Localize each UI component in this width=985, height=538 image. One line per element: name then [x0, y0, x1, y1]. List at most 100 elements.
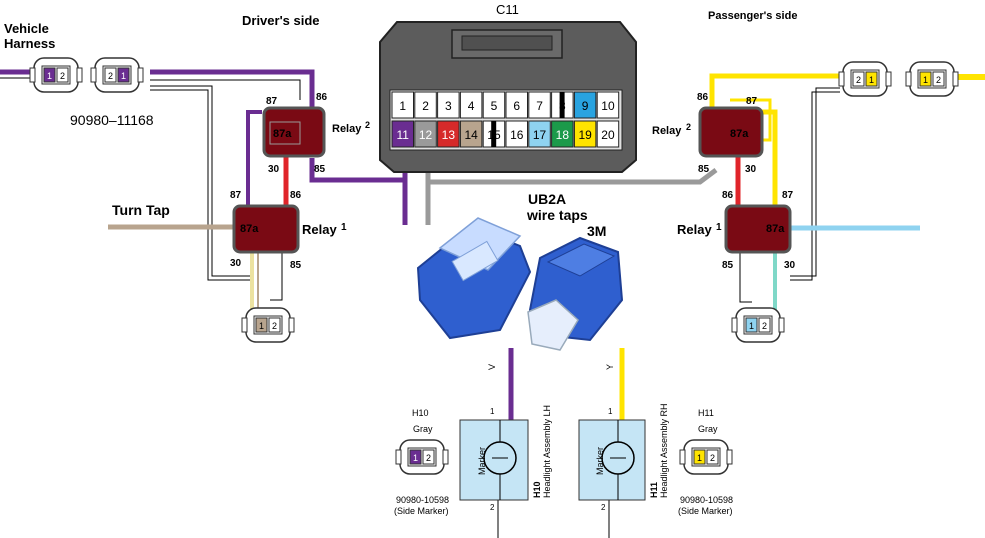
turn-tap-label: Turn Tap — [112, 202, 170, 218]
relay-pin-87a: 87a — [273, 128, 292, 140]
connector-tab-left — [679, 449, 686, 465]
relay-pin-87: 87 — [266, 96, 278, 107]
connector-pin-label: 2 — [710, 453, 715, 463]
connector-pin-label: 2 — [108, 71, 113, 81]
connector-pin-a — [919, 71, 932, 87]
c11-pin-number: 6 — [513, 99, 520, 113]
c11-pin-number: 15 — [487, 128, 501, 142]
c11-pin-number: 12 — [419, 128, 433, 142]
c11-pin-cell — [414, 91, 437, 119]
relay-pin-86: 86 — [722, 190, 734, 201]
c11-pin-number: 18 — [556, 128, 570, 142]
relay-body — [232, 204, 300, 254]
c11-pin-cell — [437, 120, 460, 148]
driver-relay-1: 87a 87 86 30 85 Relay 1 — [230, 190, 347, 271]
c11-pin-cell — [551, 120, 574, 148]
connector-pin-label: 2 — [762, 321, 767, 331]
connector-tab-left — [905, 71, 912, 87]
connector-tab-left — [90, 67, 97, 83]
relay-pin-85: 85 — [722, 260, 734, 271]
wire-tap-right-top — [546, 243, 616, 277]
h11-code: H11 — [698, 408, 714, 418]
h10-code: H10 — [412, 408, 429, 418]
wire-driver-black-loop2 — [150, 89, 250, 281]
h11-part: 90980-10598 — [680, 495, 733, 505]
relay-pin-86: 86 — [697, 92, 709, 103]
c11-pin-cell — [596, 91, 620, 119]
relay-label: Relay — [332, 123, 362, 135]
relay-number: 2 — [365, 120, 370, 130]
wire-gray-cross — [428, 168, 718, 185]
marker-lh-pin2: 2 — [490, 503, 495, 512]
c11-pin-cell — [505, 120, 528, 148]
marker-lh-box — [459, 419, 529, 501]
passenger-relay-1: 87a 86 87 85 30 Relay 1 — [677, 190, 796, 271]
wire-tap-right-clear — [527, 299, 579, 351]
connector-tab-right — [726, 449, 733, 465]
c11-label: C11 — [496, 2, 519, 17]
relay-pin-87: 87 — [782, 190, 794, 201]
connector-pin-label: 2 — [426, 453, 431, 463]
c11-pin-cell — [391, 91, 414, 119]
wire-pass-yellow-main — [709, 73, 840, 115]
wire-pass-black-loop — [790, 87, 840, 277]
wire-tap-left-window — [451, 240, 499, 282]
part-number-main: 90980–11168 — [70, 112, 154, 128]
connector-pin-a — [104, 67, 117, 83]
relay-number: 1 — [716, 222, 722, 233]
marker-rh-box — [578, 419, 646, 501]
connector-tab-right — [442, 449, 449, 465]
marker-lh: Marker H10 Headlight Assembly LH V 1 2 — [459, 364, 552, 512]
c11-pin-stripe — [491, 121, 497, 147]
wire-driver-black-loop — [150, 85, 250, 277]
c11-pin-cell — [573, 120, 597, 148]
connector-pin-label: 1 — [259, 321, 264, 331]
c11-pin-cell — [528, 120, 551, 148]
c11-pin-number: 14 — [464, 128, 478, 142]
3m-label: 3M — [587, 223, 606, 239]
wire-driver-purple-85 — [309, 158, 405, 183]
relay-pin-87: 87 — [230, 190, 242, 201]
h10-gray: Gray — [413, 424, 433, 434]
connector-tab-right — [76, 67, 83, 83]
connector-pin-b — [706, 449, 719, 465]
c11-pin-cell — [459, 91, 483, 119]
marker-rh-text: Marker — [595, 447, 605, 475]
h11-side-marker: (Side Marker) — [678, 506, 733, 516]
relay-pin-87a: 87a — [240, 223, 259, 235]
marker-lh-code: H10 — [532, 481, 542, 498]
marker-rh-wire-letter: Y — [605, 364, 615, 370]
c11-pin-number: 4 — [468, 99, 475, 113]
driver-relay-2: 87a 87 86 30 85 Relay 2 — [262, 92, 370, 175]
connector-tab-right — [778, 317, 785, 333]
connector-pin-label: 1 — [749, 321, 754, 331]
h11-gray: Gray — [698, 424, 718, 434]
c11-pin-number: 1 — [399, 99, 406, 113]
c11-pin-number: 16 — [510, 128, 524, 142]
h10-part: 90980-10598 — [396, 495, 449, 505]
c11-pin-cell — [596, 120, 620, 148]
connector-tab-left — [838, 71, 845, 87]
relay-label: Relay — [677, 222, 712, 237]
relay-pin-87a: 87a — [766, 223, 785, 235]
relay-body — [698, 106, 764, 158]
marker-rh-desc: Headlight Assembly RH — [659, 403, 669, 498]
wire-driver-purple-87 — [246, 110, 262, 208]
marker-lh-text: Marker — [477, 447, 487, 475]
connector-tab-right — [952, 71, 959, 87]
connector-pin-a — [43, 67, 56, 83]
relay-pin-86: 86 — [316, 92, 328, 103]
connector-pin-b — [268, 317, 281, 333]
connector-tab-left — [395, 449, 402, 465]
relay-label: Relay — [652, 125, 682, 137]
connector-pin-label: 1 — [413, 453, 418, 463]
c11-pin-number: 10 — [601, 99, 615, 113]
